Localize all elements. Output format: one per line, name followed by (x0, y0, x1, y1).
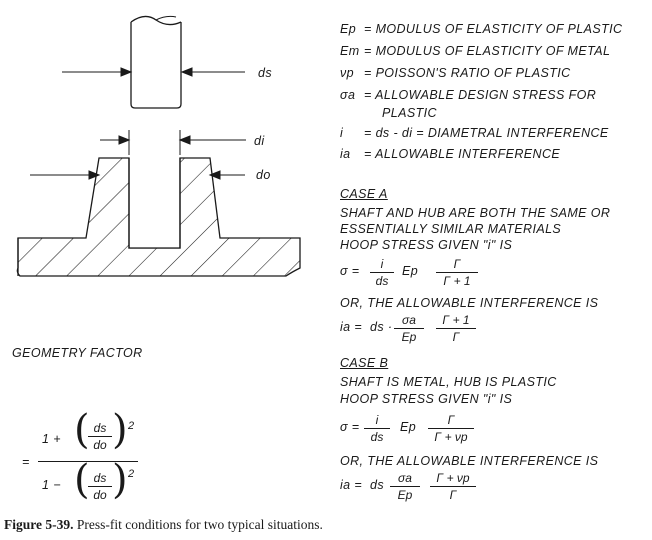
eq-fraction: Γ Γ + 1 (436, 256, 478, 289)
fraction-denominator: do (93, 438, 107, 452)
legend-text-cont: PLASTIC (382, 106, 437, 120)
caption-label: Figure 5-39. (4, 517, 74, 532)
fraction-denominator: ds (370, 430, 384, 444)
fraction-denominator: Γ (452, 330, 460, 344)
exponent: 2 (128, 420, 135, 432)
case-b-line: HOOP STRESS GIVEN "i" IS (340, 392, 513, 406)
legend-sym: Em (340, 44, 360, 58)
right-paren: ) (112, 457, 128, 503)
eq-fraction: i ds (370, 256, 394, 289)
case-a-line: OR, THE ALLOWABLE INTERFERENCE IS (340, 296, 599, 310)
fraction-denominator: Γ + νp (434, 430, 468, 444)
caption-text: Press-fit conditions for two typical sit… (76, 517, 323, 532)
right-paren: ) (112, 407, 128, 453)
eq-term: ds (370, 478, 385, 492)
ratio-fraction: ds do (88, 420, 112, 453)
fraction-numerator: ds (93, 421, 107, 435)
fraction-numerator: Γ + 1 (442, 313, 470, 327)
legend-sym: ia (340, 147, 351, 161)
legend-text: = MODULUS OF ELASTICITY OF METAL (364, 44, 611, 58)
eq-term: Ep (400, 420, 417, 434)
eq-fraction: i ds (364, 412, 390, 445)
exponent: 2 (128, 468, 135, 480)
ds-dimension (62, 67, 245, 77)
case-a-line: SHAFT AND HUB ARE BOTH THE SAME OR (340, 206, 611, 220)
fraction-numerator: σa (398, 471, 412, 485)
figure-caption: Figure 5-39. Press-fit conditions for tw… (4, 517, 323, 533)
di-label: di (254, 134, 265, 148)
fraction-numerator: Γ (453, 257, 461, 271)
eq-fraction: σa Ep (390, 470, 420, 503)
case-a-line: HOOP STRESS GIVEN "i" IS (340, 238, 513, 252)
fraction-numerator: Γ + νp (436, 471, 470, 485)
fraction-denominator: Γ + 1 (443, 274, 471, 288)
geometry-top-lead: 1 + (42, 432, 61, 446)
legend-text: = ds - di = DIAMETRAL INTERFERENCE (364, 126, 609, 140)
geometry-factor-title: GEOMETRY FACTOR (12, 346, 143, 360)
fraction-denominator: Ep (397, 488, 413, 502)
do-label: do (256, 168, 271, 182)
fraction-denominator: Ep (401, 330, 417, 344)
fraction-numerator: ds (93, 471, 107, 485)
eq-fraction: Γ + νp Γ (430, 470, 476, 503)
fraction-numerator: Γ (447, 413, 455, 427)
legend-sym: νp (340, 66, 355, 80)
legend-sym: i (340, 126, 344, 140)
main-fraction-bar (38, 461, 138, 462)
eq-lhs: ia = (340, 478, 363, 492)
legend-text: = MODULUS OF ELASTICITY OF PLASTIC (364, 22, 623, 36)
geometry-eq-lhs: = (22, 455, 30, 469)
eq-lhs: σ = (340, 264, 360, 278)
fraction-denominator: Γ (449, 488, 457, 502)
do-dimension (30, 170, 245, 180)
eq-lhs: ia = (340, 320, 363, 334)
legend-sym: Ep (340, 22, 357, 36)
fraction-numerator: i (375, 413, 379, 427)
eq-fraction: σa Ep (394, 312, 424, 345)
fraction-denominator: do (93, 488, 107, 502)
left-paren: ( (74, 457, 90, 503)
eq-term: ds · (370, 320, 393, 334)
legend-text: = ALLOWABLE INTERFERENCE (364, 147, 561, 161)
legend-sym: σa (340, 88, 356, 102)
case-b-line: OR, THE ALLOWABLE INTERFERENCE IS (340, 454, 599, 468)
ds-label: ds (258, 66, 273, 80)
case-b-line: SHAFT IS METAL, HUB IS PLASTIC (340, 375, 557, 389)
legend-text: = POISSON'S RATIO OF PLASTIC (364, 66, 571, 80)
legend-text: = ALLOWABLE DESIGN STRESS FOR (364, 88, 597, 102)
fraction-numerator: i (380, 257, 384, 271)
eq-term: Ep (402, 264, 419, 278)
hub-section (16, 157, 301, 277)
case-b-heading: CASE B (340, 356, 389, 370)
shaft (130, 15, 182, 109)
geometry-bottom-lead: 1 − (42, 478, 61, 492)
eq-fraction: Γ + 1 Γ (436, 312, 476, 345)
left-paren: ( (74, 407, 90, 453)
eq-lhs: σ = (340, 420, 360, 434)
case-a-line: ESSENTIALLY SIMILAR MATERIALS (340, 222, 562, 236)
di-dimension (100, 130, 246, 155)
fraction-denominator: ds (375, 274, 389, 288)
case-a-heading: CASE A (340, 187, 388, 201)
eq-fraction: Γ Γ + νp (428, 412, 474, 445)
ratio-fraction: ds do (88, 470, 112, 503)
fraction-numerator: σa (402, 313, 416, 327)
